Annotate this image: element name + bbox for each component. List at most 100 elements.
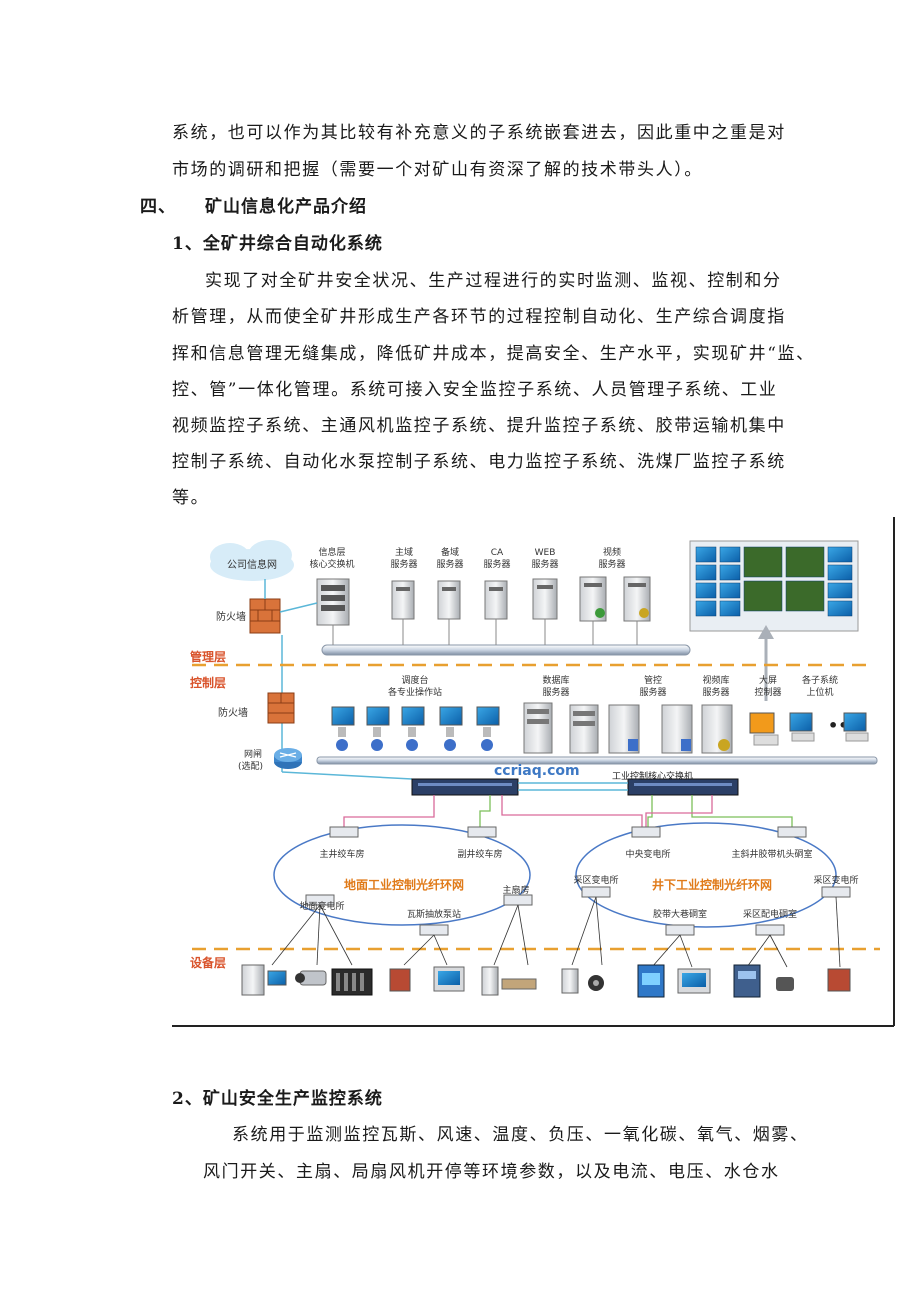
ctrl-label-5a: 大屏 <box>759 674 777 686</box>
camera-icon <box>561 968 604 994</box>
video-library-server-icon <box>661 704 693 754</box>
server-top-label-4b: 服务器 <box>483 558 510 570</box>
router-label-1: 网闸 <box>244 749 262 760</box>
layer-ctrl-label: 控制层 <box>190 675 226 690</box>
monitor-icon <box>677 968 711 994</box>
cloud-label: 公司信息网 <box>227 558 277 571</box>
left-node-label-4: 瓦斯抽放泵站 <box>407 908 461 920</box>
camera-icon <box>295 970 327 986</box>
field-device-icon <box>241 964 287 996</box>
company-network-cloud-icon: 公司信息网 <box>210 540 294 581</box>
left-node-label-1: 主井绞车房 <box>319 848 364 860</box>
server-icon <box>623 576 651 622</box>
intro-line-1: 系统，也可以作为其比较有补充意义的子系统嵌套进去，因此重中之重是对 <box>172 123 786 143</box>
core-switch-right-icon <box>627 778 739 796</box>
ctrl-label-3a: 管控 <box>644 674 662 686</box>
core-switch-left-icon <box>411 778 519 796</box>
ctrl-label-6a: 各子系统 <box>802 674 838 686</box>
router-icon <box>274 748 302 769</box>
mine-automation-network-diagram: 公司信息网 防火墙 信息层 核心交换机 主域 服务器 备域 服务器 CA 服务器… <box>172 517 896 1027</box>
ctrl-label-3b: 服务器 <box>639 686 666 698</box>
control-server-icon <box>608 704 640 754</box>
intro-line-2: 市场的调研和把握（需要一个对矿山有资深了解的技术带头人）。 <box>172 160 703 180</box>
right-node-label-4: 胶带大巷硐室 <box>653 908 707 920</box>
server-icon <box>391 580 415 620</box>
firewall-mid-label: 防火墙 <box>218 706 248 719</box>
layer-mgmt-label: 管理层 <box>190 649 226 664</box>
subsystem-pc-icon <box>843 712 869 742</box>
server-top-label-1b: 核心交换机 <box>309 558 354 570</box>
ctrl-label-4b: 服务器 <box>702 686 729 698</box>
server-top-label-5b: 服务器 <box>531 558 558 570</box>
section-number: 四、 <box>140 197 176 217</box>
left-ring-label: 地面工业控制光纤环网 <box>344 877 464 892</box>
sub1-line-7: 等。 <box>172 488 210 508</box>
server-top-label-2b: 服务器 <box>390 558 417 570</box>
sub1-line-2: 析管理，从而使全矿井形成生产各环节的过程控制自动化、生产综合调度指 <box>172 307 786 327</box>
plc-icon <box>331 968 373 996</box>
server-top-label-4a: CA <box>491 548 504 558</box>
router-label-2: (选配) <box>238 760 263 772</box>
sub1-line-5: 视频监控子系统、主通风机监控子系统、提升监控子系统、胶带运输机集中 <box>172 416 786 436</box>
phone-icon <box>776 977 794 991</box>
operator-workstation-icon <box>401 706 425 751</box>
subsystem-pc-icon <box>789 712 815 742</box>
firewall-mid-icon <box>267 692 295 724</box>
monitor-icon <box>433 966 465 992</box>
sub1-line-4: 控、管”一体化管理。系统可接入安全监控子系统、人员管理子系统、工业 <box>172 380 778 400</box>
left-node-label-5: 主扇房 <box>502 884 529 896</box>
right-ring-label: 井下工业控制光纤环网 <box>652 877 772 892</box>
cabinet-icon <box>733 964 761 998</box>
server-top-label-5a: WEB <box>535 548 556 558</box>
right-node-label-3: 采区变电所 <box>573 874 618 886</box>
ctrl-label-2a: 数据库 <box>542 674 569 686</box>
watermark-text: ccriaq.com <box>494 763 580 779</box>
left-node-label-2: 副井绞车房 <box>457 848 502 860</box>
operator-workstation-icon <box>366 706 390 751</box>
ctrl-label-1b: 各专业操作站 <box>388 686 442 698</box>
ctrl-label-4a: 视频库 <box>702 674 729 686</box>
ctrl-label-6b: 上位机 <box>806 686 833 698</box>
right-node-label-6: 采区变电所 <box>813 874 858 886</box>
left-node-label-3: 地面变电所 <box>299 900 344 912</box>
server-top-label-6b: 服务器 <box>598 558 625 570</box>
core-switch-label: 工业控制核心交换机 <box>612 770 693 782</box>
server-icon <box>437 580 461 620</box>
right-node-label-1: 中央变电所 <box>625 848 670 860</box>
server-top-label-2a: 主域 <box>395 546 413 558</box>
right-node-label-2: 主斜井胶带机头硐室 <box>731 848 812 860</box>
right-node-label-5: 采区配电硐室 <box>743 908 797 920</box>
operator-workstation-icon <box>476 706 500 751</box>
meter-icon <box>827 968 851 992</box>
database-server-icon <box>523 702 553 754</box>
sub1-line-6: 控制子系统、自动化水泵控制子系统、电力监控子系统、洗煤厂监控子系统 <box>172 452 786 472</box>
server-top-label-6a: 视频 <box>603 546 621 558</box>
server-icon <box>481 966 537 996</box>
server-top-label-3a: 备域 <box>441 546 459 558</box>
layer-dev-label: 设备层 <box>190 955 226 970</box>
sub1-line-1: 实现了对全矿井安全状况、生产过程进行的实时监测、监视、控制和分 <box>205 271 782 291</box>
sub1-line-3: 挥和信息管理无缝集成，降低矿井成本，提高安全、生产水平，实现矿井“监、 <box>172 344 815 364</box>
screen-controller-icon <box>749 712 779 746</box>
server-icon <box>579 576 607 622</box>
operator-workstation-icon <box>439 706 463 751</box>
sub2-line-1: 系统用于监测监控瓦斯、风速、温度、负压、一氧化碳、氧气、烟雾、 <box>232 1125 809 1145</box>
sensor-box-icon <box>637 964 665 998</box>
server-top-label-1a: 信息层 <box>318 546 345 558</box>
subsection-1-title: 1、全矿井综合自动化系统 <box>172 234 383 254</box>
core-switch-cabinet-icon <box>316 578 350 626</box>
ctrl-label-5b: 控制器 <box>754 686 781 698</box>
database-server-icon <box>569 704 599 754</box>
firewall-top-icon <box>249 598 281 634</box>
server-icon <box>484 580 508 620</box>
sub2-line-2: 风门开关、主扇、局扇风机开停等环境参数，以及电流、电压、水仓水 <box>203 1162 780 1182</box>
video-library-server-icon <box>701 704 733 754</box>
subsection-2-title: 2、矿山安全生产监控系统 <box>172 1089 383 1109</box>
server-icon <box>532 578 558 620</box>
ctrl-label-1a: 调度台 <box>401 674 428 686</box>
section-title: 矿山信息化产品介绍 <box>205 197 367 217</box>
meter-icon <box>389 968 411 992</box>
firewall-top-label: 防火墙 <box>216 610 246 623</box>
server-top-label-3b: 服务器 <box>436 558 463 570</box>
ctrl-label-2b: 服务器 <box>542 686 569 698</box>
